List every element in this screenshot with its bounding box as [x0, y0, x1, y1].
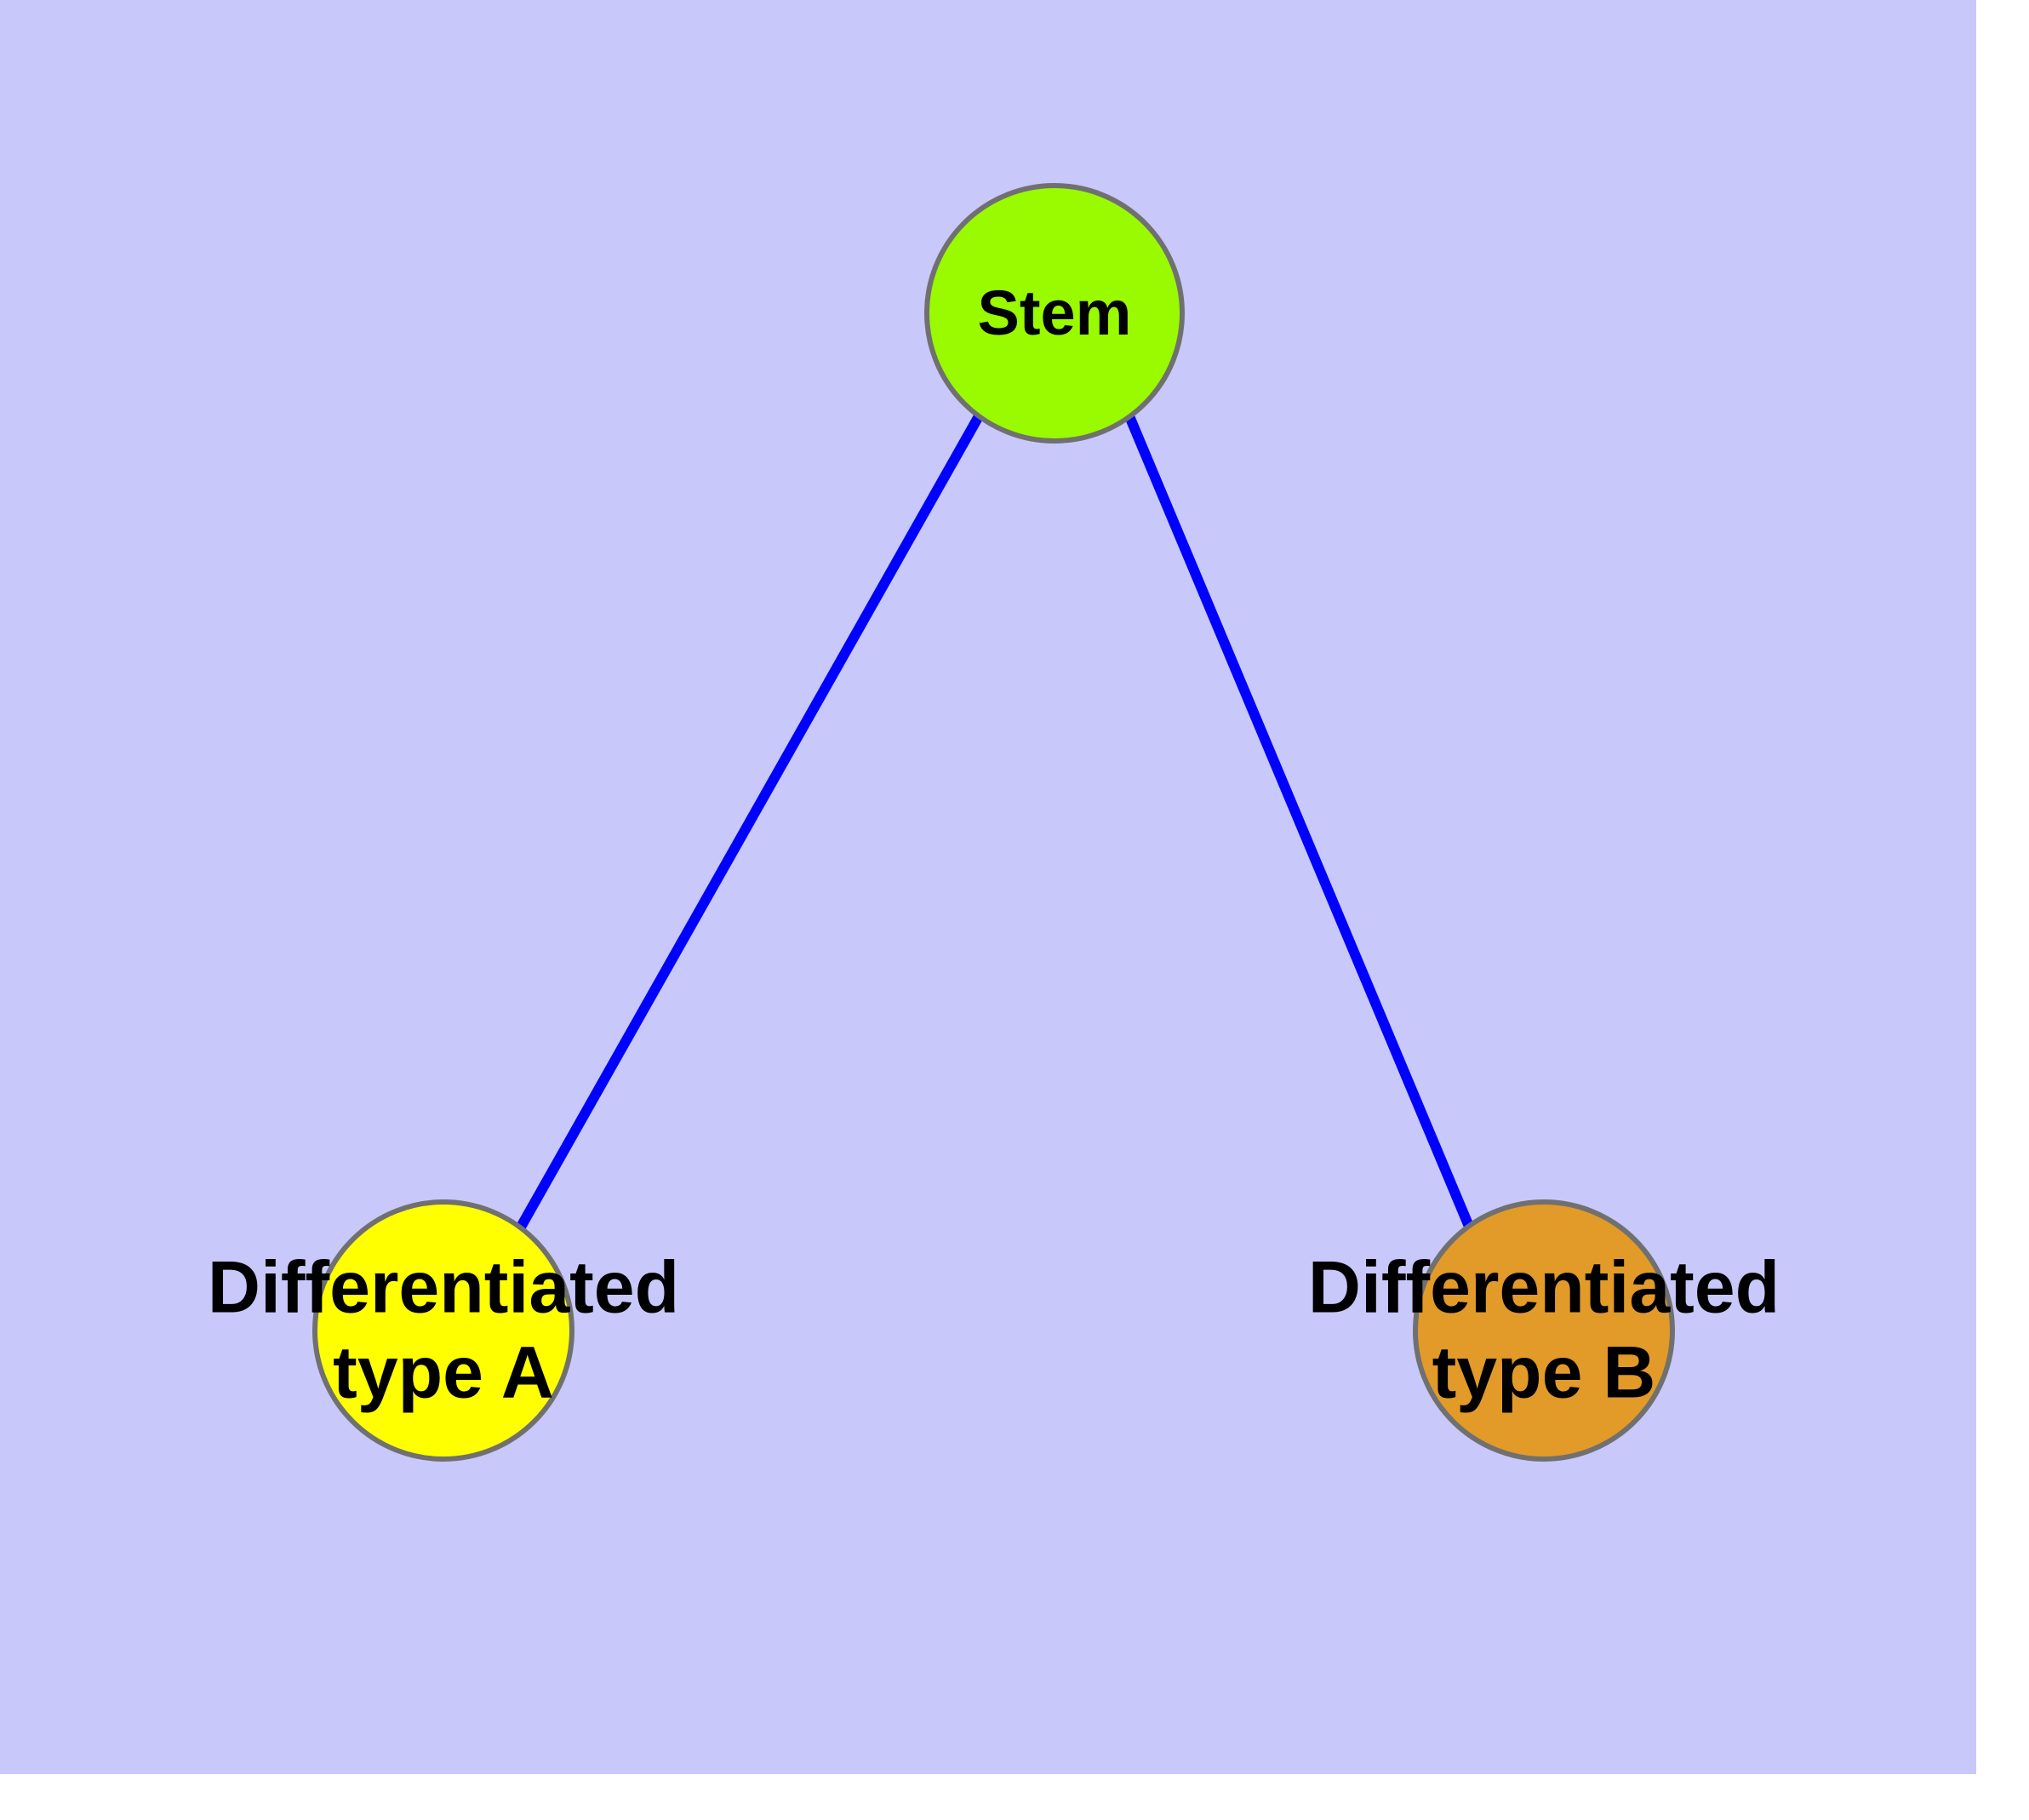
edge-stem-to-differentiated-type-b[interactable]	[1124, 414, 1475, 1231]
node-differentiated-type-b[interactable]	[1413, 1199, 1675, 1462]
edges-group	[515, 414, 1475, 1231]
node-differentiated-type-a[interactable]	[312, 1199, 574, 1462]
edge-stem-to-differentiated-type-a[interactable]	[515, 414, 984, 1231]
node-stem[interactable]	[924, 183, 1185, 444]
nodes-group	[312, 183, 1675, 1462]
